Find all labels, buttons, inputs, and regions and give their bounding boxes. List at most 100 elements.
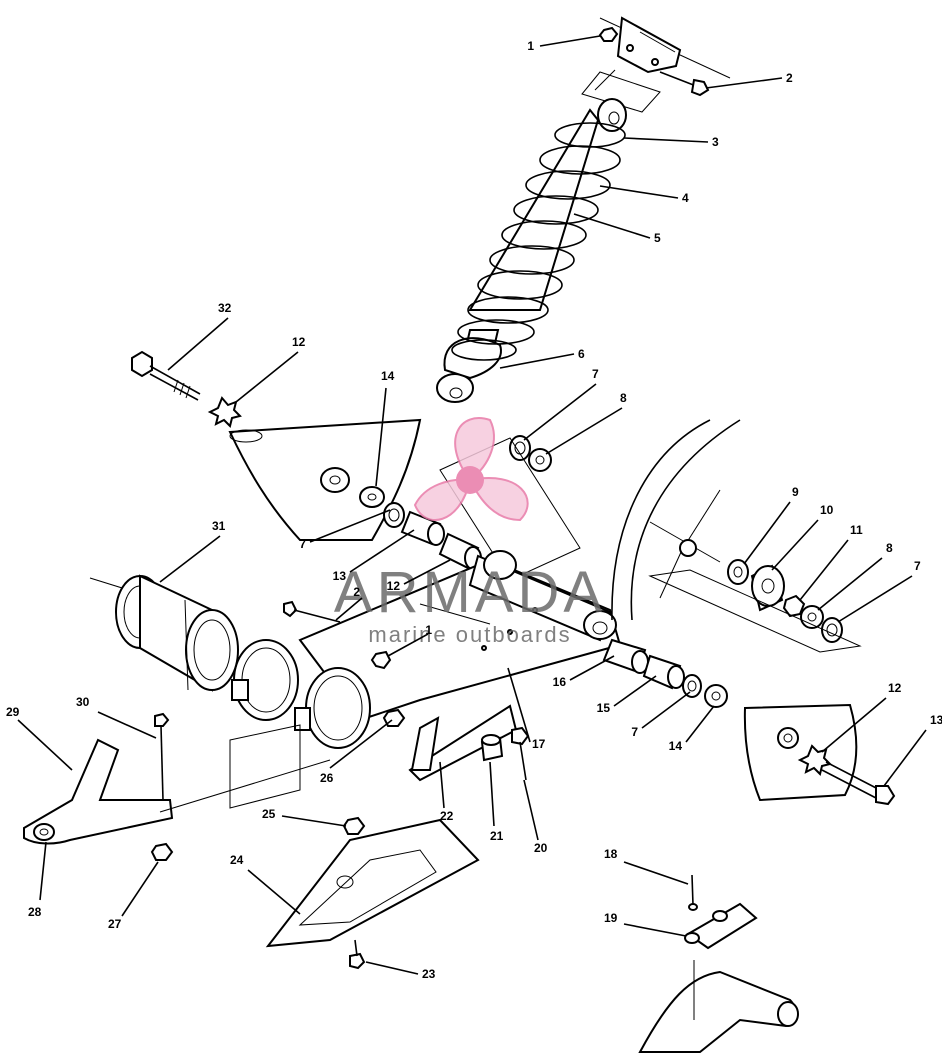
nut-11 — [782, 594, 806, 618]
callout-leader-c1b — [387, 633, 429, 657]
callout-label-c23: 23 — [422, 967, 436, 981]
callout-layer: 1234567891011871213143212147131221311615… — [6, 35, 942, 981]
callout-leader-c11 — [799, 539, 849, 601]
bushing-16 — [602, 638, 649, 674]
washer-7-lower — [682, 674, 702, 698]
callout-label-c10: 10 — [820, 503, 834, 517]
callout-leader-c23 — [365, 961, 419, 975]
callout-label-c13a: 13 — [930, 713, 942, 727]
callout-leader-c12a — [821, 697, 887, 753]
callout-leader-c22 — [439, 761, 445, 809]
skid-24 — [265, 818, 480, 948]
callout-label-c7d: 7 — [631, 725, 638, 739]
bearing-10 — [750, 564, 785, 612]
callout-label-c28: 28 — [28, 905, 42, 919]
hub-clamps — [231, 639, 371, 749]
callout-leader-c3 — [623, 137, 709, 143]
callout-label-c6: 6 — [578, 347, 585, 361]
callout-leader-c13a — [883, 729, 927, 787]
callout-leader-c31 — [159, 535, 221, 583]
axle-centerline — [648, 569, 862, 653]
callout-label-c9: 9 — [792, 485, 799, 499]
star-washer-12-left — [207, 396, 242, 428]
callout-leader-c18 — [623, 861, 689, 885]
callout-label-c18: 18 — [604, 847, 618, 861]
callout-label-c1: 1 — [527, 39, 534, 53]
callout-label-c14a: 14 — [669, 739, 683, 753]
callout-label-c7c: 7 — [299, 537, 306, 551]
bolt-32 — [131, 350, 201, 401]
callout-label-c21: 21 — [490, 829, 504, 843]
plate-19 — [684, 902, 758, 950]
coil-spring — [451, 122, 626, 361]
callout-label-c16: 16 — [553, 675, 567, 689]
pin-18 — [688, 874, 698, 911]
watermark-brand: ARMADA — [334, 560, 606, 625]
callout-leader-c26 — [329, 719, 393, 769]
callout-leader-c14b — [375, 387, 387, 487]
callout-label-c22: 22 — [440, 809, 454, 823]
washer-14-left — [359, 486, 385, 508]
callout-leader-c16 — [569, 655, 615, 681]
bolt-2-center — [283, 600, 341, 623]
callout-leader-c30 — [97, 711, 157, 739]
bolt-23 — [349, 939, 366, 970]
callout-label-c20: 20 — [534, 841, 548, 855]
callout-label-c12c: 12 — [387, 579, 401, 593]
callout-leader-c7d — [641, 691, 691, 729]
callout-label-c30: 30 — [76, 695, 90, 709]
callout-leader-c2 — [705, 77, 783, 89]
propeller-logo-icon — [413, 417, 529, 522]
callout-label-c3: 3 — [712, 135, 719, 149]
bolt-2 — [659, 71, 710, 97]
lower-wishbone — [638, 960, 799, 1053]
callout-leader-c27 — [121, 861, 159, 917]
callout-leader-c5 — [573, 213, 651, 239]
callout-leader-c13b — [349, 529, 415, 573]
wheel-rim-outline — [611, 419, 741, 621]
callout-label-c11: 11 — [850, 523, 863, 537]
callout-leader-c1 — [539, 35, 601, 47]
callout-leader-c7c — [309, 509, 391, 543]
callout-label-c27: 27 — [108, 917, 122, 931]
callout-label-c2: 2 — [786, 71, 793, 85]
callout-leader-c25 — [281, 815, 347, 827]
hub-31 — [89, 574, 239, 692]
callout-leader-c9 — [743, 501, 791, 565]
star-washer-12-right — [797, 744, 832, 776]
callout-label-c4: 4 — [682, 191, 689, 205]
callout-label-c13b: 13 — [333, 569, 347, 583]
upper-mount-bracket — [581, 16, 731, 113]
callout-label-c32: 32 — [218, 301, 232, 315]
callout-label-c14b: 14 — [381, 369, 395, 383]
callout-label-c8a: 8 — [620, 391, 627, 405]
callout-label-c5: 5 — [654, 231, 661, 245]
callout-label-c15: 15 — [597, 701, 611, 715]
callout-leader-c28 — [39, 841, 47, 901]
callout-label-c12a: 12 — [888, 681, 902, 695]
clamp-gasket-outline — [229, 724, 301, 809]
callout-leader-c7b — [837, 575, 913, 623]
callout-leader-c19 — [623, 923, 687, 937]
watermark: ARMADA marine outboards — [334, 417, 606, 647]
callout-label-c7a: 7 — [592, 367, 599, 381]
callout-leader-c7a — [523, 383, 597, 441]
callout-leader-c14a — [685, 705, 715, 743]
right-side-plate — [743, 703, 858, 802]
watermark-tagline: marine outboards — [368, 622, 571, 647]
callout-label-c19: 19 — [604, 911, 618, 925]
axle-spike — [649, 489, 721, 599]
callout-label-c1b: 1 — [425, 623, 432, 637]
callout-leader-c4 — [599, 185, 679, 199]
callout-leader-c21 — [489, 761, 495, 827]
callout-label-c31: 31 — [212, 519, 226, 533]
washer-14-lower — [704, 684, 728, 708]
nut-1 — [598, 26, 619, 42]
washer-7-left — [383, 502, 405, 528]
callout-label-c24: 24 — [230, 853, 244, 867]
callout-leader-c12b — [235, 351, 299, 403]
bolt-13-right — [821, 761, 896, 806]
callout-label-c2b: 2 — [353, 585, 360, 599]
bushing-15 — [642, 654, 685, 690]
